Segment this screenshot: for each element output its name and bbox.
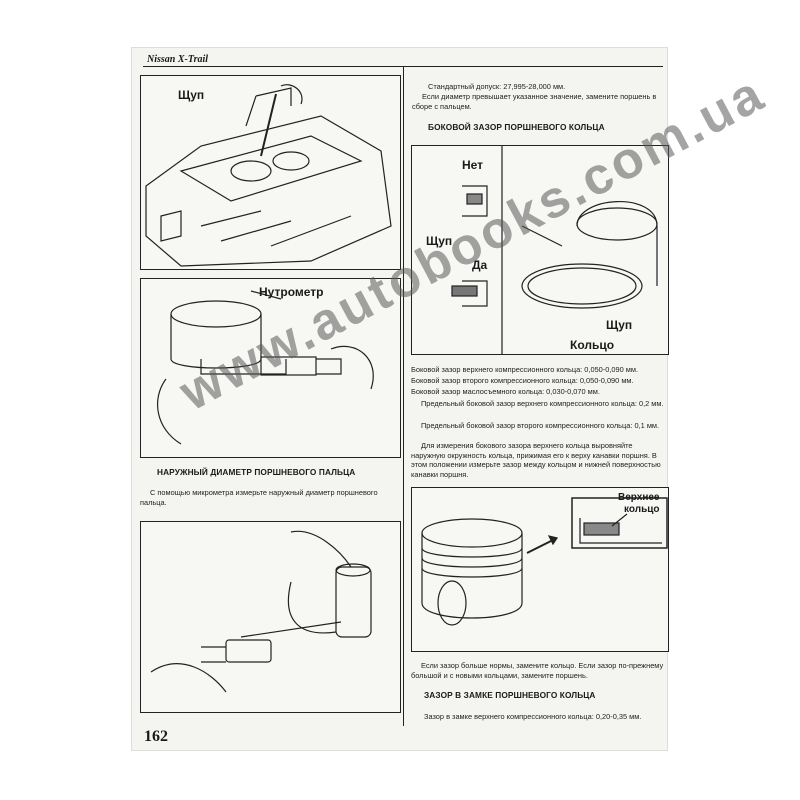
figure-piston: Верхнее кольцо [411, 487, 669, 652]
spec-top-ring-limit: Предельный боковой зазор верхнего компре… [421, 399, 664, 408]
label-net: Нет [462, 158, 484, 172]
engine-block-drawing [145, 84, 392, 267]
page-header: Nissan X-Trail [147, 54, 209, 65]
replace-ring-note: Если зазор больше нормы, замените кольцо… [411, 661, 664, 680]
piston-drawing [421, 497, 668, 626]
figure-side-clearance: Нет Щуп Да Щуп Кольцо [411, 145, 669, 355]
label-koltso: Кольцо [570, 338, 615, 352]
side-clearance-drawing [451, 146, 658, 354]
figure-engine-block: Щуп [140, 75, 401, 270]
diameter-exceeded-note: Если диаметр превышает указанное значени… [412, 92, 657, 111]
bore-gauge-drawing [157, 290, 374, 445]
figure-bore-gauge: Нутрометр [140, 278, 401, 458]
micrometer-drawing [150, 530, 372, 693]
pin-diameter-paragraph: С помощью микрометра измерьте наружный д… [140, 488, 378, 507]
ring-gap-spec: Зазор в замке верхнего компрессионного к… [424, 712, 642, 721]
measurement-instruction: Для измерения бокового зазора верхнего к… [411, 441, 661, 479]
spec-second-ring-limit: Предельный боковой зазор второго компрес… [421, 421, 660, 430]
spec-top-ring-side: Боковой зазор верхнего компрессионного к… [411, 365, 639, 374]
page-number: 162 [144, 728, 168, 745]
label-upper-ring-2: кольцо [624, 504, 660, 515]
label-nutrometr: Нутрометр [259, 285, 324, 299]
section-title-ring-gap: ЗАЗОР В ЗАМКЕ ПОРШНЕВОГО КОЛЬЦА [424, 690, 596, 700]
section-title-side-clearance: БОКОВОЙ ЗАЗОР ПОРШНЕВОГО КОЛЬЦА [428, 122, 605, 132]
label-da: Да [472, 258, 488, 272]
spec-oil-ring-side: Боковой зазор маслосъемного кольца: 0,03… [411, 387, 600, 396]
label-shchup-left: Щуп [426, 234, 453, 248]
column-divider [403, 66, 404, 726]
label-upper-ring-1: Верхнее [618, 492, 660, 503]
section-title-pin-diameter: НАРУЖНЫЙ ДИАМЕТР ПОРШНЕВОГО ПАЛЬЦА [157, 467, 356, 477]
figure-micrometer [140, 521, 401, 713]
label-shchup-right: Щуп [606, 318, 633, 332]
standard-tolerance: Стандартный допуск: 27,995-28,000 мм. [428, 82, 566, 91]
label-shchup: Щуп [178, 88, 205, 102]
spec-second-ring-side: Боковой зазор второго компрессионного ко… [411, 376, 634, 385]
